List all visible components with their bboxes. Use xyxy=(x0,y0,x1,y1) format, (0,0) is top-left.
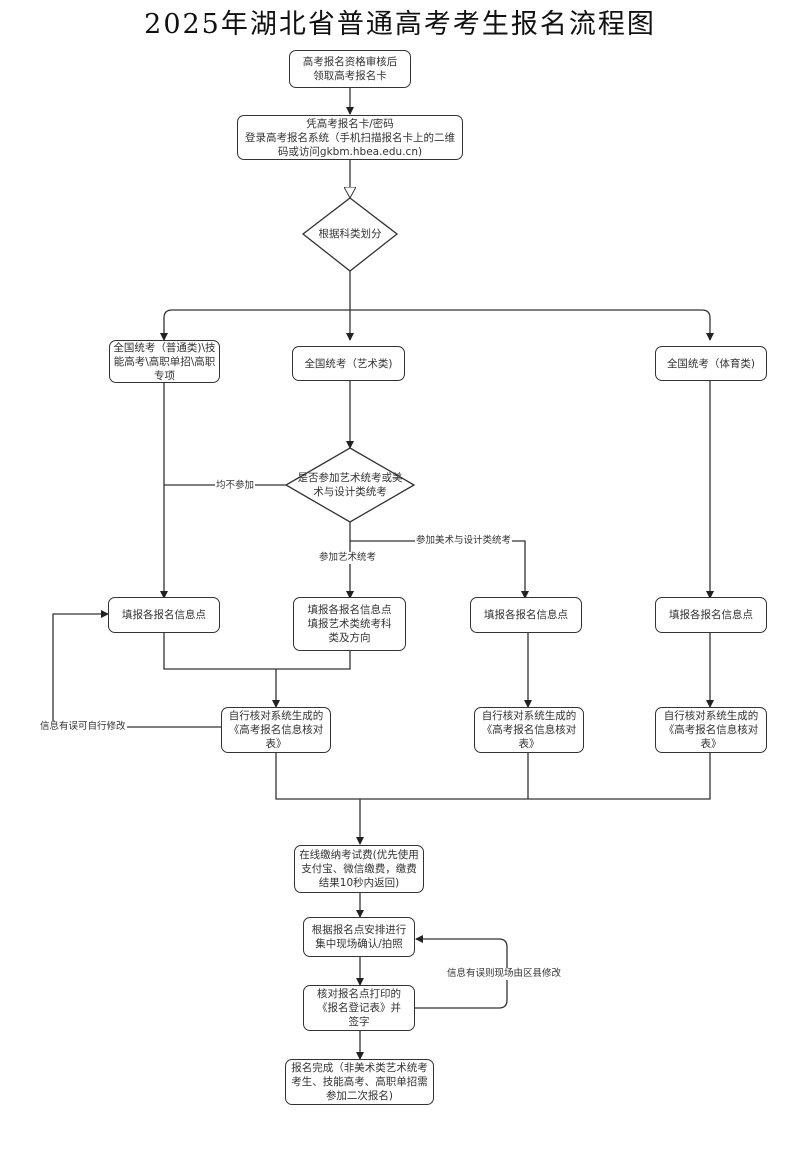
edge-label-art-exam: 参加艺术统考 xyxy=(318,552,378,564)
page-title: 2025年湖北省普通高考考生报名流程图 xyxy=(144,9,656,40)
node-fill-general: 填报各报名信息点 xyxy=(108,597,220,633)
node-pay: 在线缴纳考试费(优先使用支付宝、微信缴费，缴费结果10秒内返回) xyxy=(294,845,424,893)
node-fill-art: 填报各报名信息点 填报艺术类统考科类及方向 xyxy=(293,597,406,651)
edge-self-edit xyxy=(52,610,222,728)
node-split-decision: 根据科类划分 xyxy=(318,228,382,240)
node-get-card: 高考报名资格审核后领取高考报名卡 xyxy=(289,50,411,88)
node-art-decision: 是否参加艺术统考或美术与设计类统考 xyxy=(297,472,403,498)
edge-label-design-exam: 参加美术与设计类统考 xyxy=(415,535,513,547)
node-verify-mid: 自行核对系统生成的《高考报名信息核对表》 xyxy=(474,707,584,753)
node-verify-right: 自行核对系统生成的《高考报名信息核对表》 xyxy=(655,707,767,753)
edge-split-left xyxy=(160,309,350,341)
node-verify-left: 自行核对系统生成的《高考报名信息核对表》 xyxy=(221,707,331,753)
node-confirm: 根据报名点安排进行集中现场确认/拍照 xyxy=(303,917,415,957)
node-sports: 全国统考（体育类) xyxy=(655,346,767,381)
node-sign: 核对报名点打印的《报名登记表》并签字 xyxy=(303,985,415,1031)
node-art: 全国统考（艺术类) xyxy=(292,346,405,381)
edge-label-onsite-edit: 信息有误则现场由区县修改 xyxy=(446,968,563,980)
edge-verifies-merge xyxy=(275,753,711,800)
edge-label-self-edit: 信息有误可自行修改 xyxy=(39,721,127,733)
edge-label-none: 均不参加 xyxy=(215,480,256,492)
node-fill-sports: 填报各报名信息点 xyxy=(655,597,767,633)
edge-split-right xyxy=(350,309,714,341)
node-login: 凭高考报名卡/密码 登录高考报名系统（手机扫描报名卡上的二维码或访问gkbm.h… xyxy=(237,115,463,160)
edge-decision-design xyxy=(350,540,529,599)
edge-fills-merge xyxy=(163,633,351,670)
node-fill-design: 填报各报名信息点 xyxy=(470,597,582,633)
node-done: 报名完成（非美术类艺术统考考生、技能高考、高职单招需参加二次报名) xyxy=(285,1059,434,1105)
node-general: 全国统考（普通类)\技能高考\高职单招\高职专项 xyxy=(109,340,220,383)
